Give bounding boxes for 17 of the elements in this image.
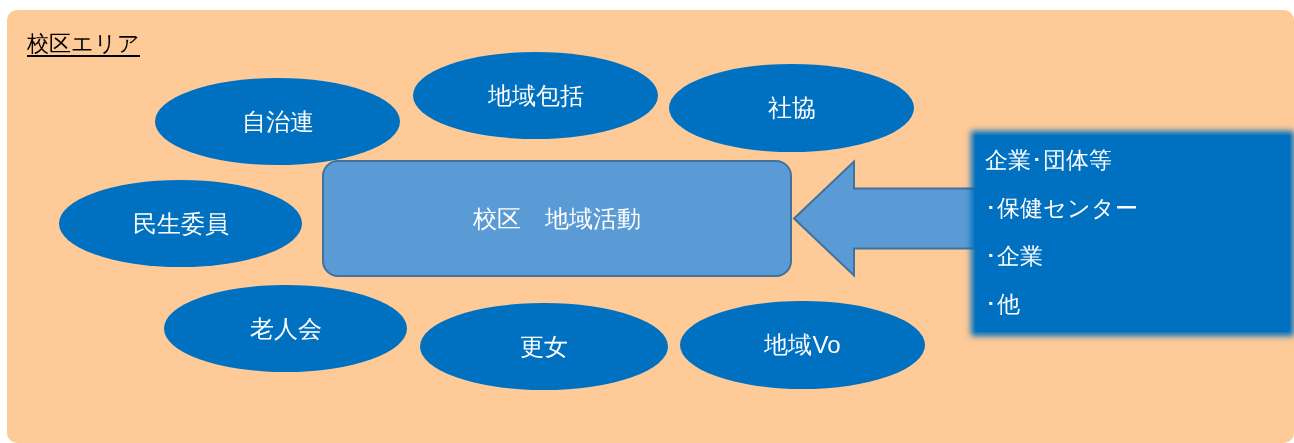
group-label: 自治連: [241, 106, 314, 137]
list-item: ･企業: [985, 242, 1044, 271]
list-item: ･他: [985, 290, 1021, 319]
activity-box: [322, 160, 792, 277]
group-label: 地域Vo: [764, 330, 841, 360]
area-panel: [7, 10, 1294, 443]
group-label: 地域包括: [487, 80, 584, 111]
group-label: 民生委員: [132, 208, 229, 239]
block-arrow: [792, 159, 976, 278]
activity-label: 校区 地域活動: [473, 203, 641, 234]
group-label: 老人会: [249, 313, 322, 344]
list-heading: 企業･団体等: [985, 146, 1113, 175]
list-item: ･保健センター: [985, 194, 1139, 223]
group-label: 更女: [520, 331, 568, 362]
area-title: 校区エリア: [27, 30, 140, 58]
organization-list-box: [975, 135, 1290, 332]
group-label: 社協: [767, 93, 816, 123]
